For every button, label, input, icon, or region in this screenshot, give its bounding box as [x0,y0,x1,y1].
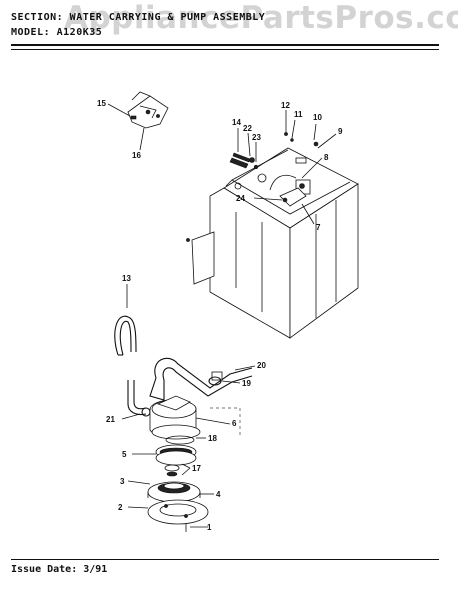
callout-16: 16 [132,151,141,160]
callout-7: 7 [316,223,321,232]
callout-1: 1 [207,523,212,532]
fasteners-part-17 [164,464,180,477]
callout-19: 19 [242,379,251,388]
model-title: MODEL: A120K35 [11,27,103,38]
callout-18: 18 [208,434,217,443]
callout-17: 17 [192,464,201,473]
pump-part-6 [149,395,231,440]
hose-part-20 [149,357,253,401]
callout-2: 2 [118,503,123,512]
housing-part-4 [147,481,201,503]
callout-5: 5 [122,450,127,459]
callout-3: 3 [120,477,125,486]
section-title: SECTION: WATER CARRYING & PUMP ASSEMBLY [11,12,266,23]
callout-12: 12 [281,101,290,110]
callout-21: 21 [106,415,115,424]
callout-6: 6 [232,419,237,428]
base-plate-part-2 [147,499,209,525]
seal-part-18 [165,435,195,445]
cabinet [186,147,359,339]
callout-23: 23 [252,133,261,142]
callout-4: 4 [216,490,221,499]
callout-13: 13 [122,274,131,283]
callout-8: 8 [324,153,329,162]
callout-22: 22 [243,124,252,133]
bracket-part-16 [127,91,169,129]
callout-14: 14 [232,118,241,127]
callout-24: 24 [236,194,245,203]
callout-9: 9 [338,127,343,136]
hose-part-13 [114,315,137,356]
header-rule [11,44,439,46]
clamp-part-19 [208,376,222,386]
issue-date: Issue Date: 3/91 [11,564,108,575]
callout-15: 15 [97,99,106,108]
callout-11: 11 [294,110,303,119]
callout-10: 10 [313,113,322,122]
footer-rule [11,559,439,560]
callout-20: 20 [257,361,266,370]
pulley-part-5 [155,444,197,466]
header-rule-thin [11,49,439,50]
water-valve-assembly [229,152,311,207]
